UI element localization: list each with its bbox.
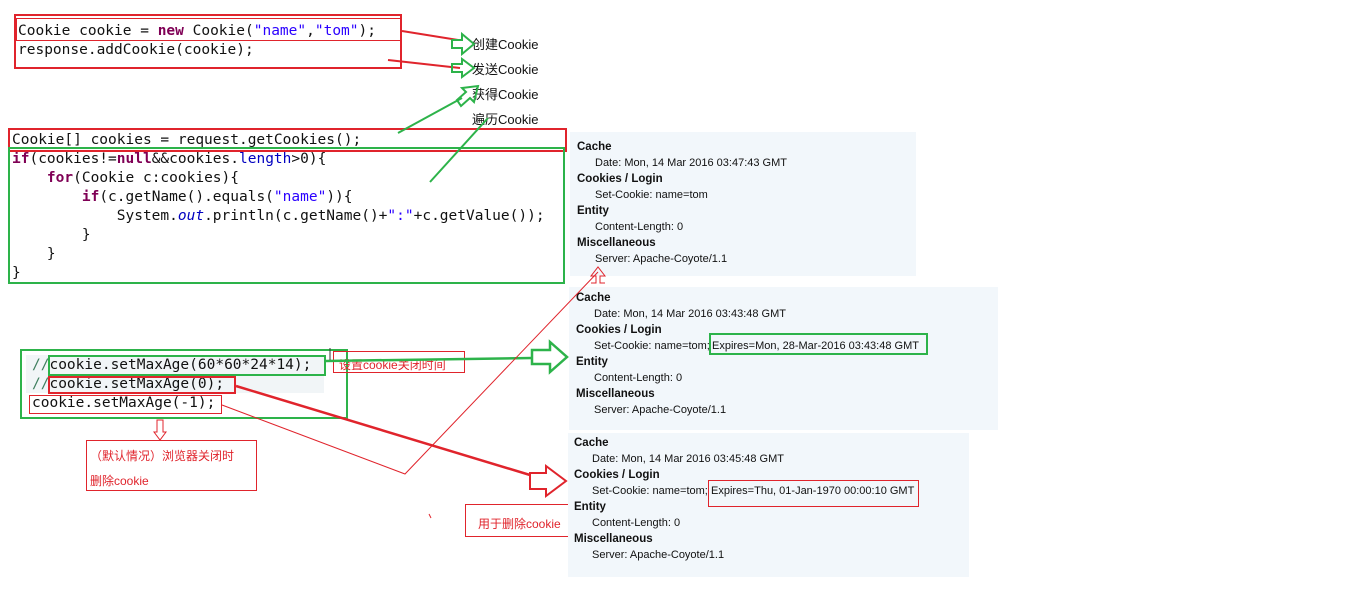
header-set-cookie: Set-Cookie: name=tom; bbox=[592, 485, 708, 497]
section-misc: Miscellaneous bbox=[577, 237, 656, 249]
section-entity: Entity bbox=[574, 501, 606, 513]
code-line: System.out.println(c.getName()+":"+c.get… bbox=[116, 208, 545, 224]
iterate-cookies-box bbox=[8, 147, 565, 284]
section-cache: Cache bbox=[576, 292, 611, 304]
new-cookie-highlight bbox=[16, 18, 401, 41]
max-age-minus-one-box bbox=[29, 395, 222, 414]
section-misc: Miscellaneous bbox=[576, 388, 655, 400]
header-server: Server: Apache-Coyote/1.1 bbox=[592, 549, 725, 561]
connector-14-days bbox=[325, 356, 533, 363]
small-arrow-down bbox=[153, 419, 167, 441]
connector-create bbox=[401, 30, 459, 41]
connector-iterate bbox=[429, 117, 489, 183]
code-set-max-age: //cookie.setMaxAge(60*60*24*14); //cooki… bbox=[32, 356, 311, 413]
response-panel-expires-past: Cache Date: Mon, 14 Mar 2016 03:45:48 GM… bbox=[568, 433, 969, 577]
header-content-length: Content-Length: 0 bbox=[594, 372, 683, 384]
label-delete-cookie: 用于删除cookie bbox=[478, 517, 561, 531]
header-set-cookie: Set-Cookie: name=tom bbox=[595, 189, 708, 201]
get-cookies-box bbox=[8, 128, 567, 152]
label-create-cookie: 创建Cookie bbox=[472, 37, 539, 52]
code-line: for(Cookie c:cookies){ bbox=[46, 170, 239, 186]
block-arrow-create bbox=[451, 31, 476, 57]
block-arrow-14-days bbox=[530, 339, 569, 375]
code-create-cookie: Cookie cookie = new Cookie("name","tom")… bbox=[18, 22, 376, 60]
code-line: Cookie[] cookies = request.getCookies(); bbox=[12, 132, 362, 148]
section-misc: Miscellaneous bbox=[574, 533, 653, 545]
code-line: } bbox=[12, 246, 56, 262]
code-line: if(c.getName().equals("name")){ bbox=[81, 189, 353, 205]
header-server: Server: Apache-Coyote/1.1 bbox=[594, 404, 727, 416]
expires-past-box bbox=[708, 480, 919, 507]
connector-send bbox=[387, 59, 461, 69]
header-content-length: Content-Length: 0 bbox=[595, 221, 684, 233]
header-date: Date: Mon, 14 Mar 2016 03:47:43 GMT bbox=[595, 157, 787, 169]
block-arrow-send bbox=[451, 57, 476, 79]
label-default-browser-close: （默认情况）浏览器关闭时 bbox=[90, 449, 235, 463]
response-panel-session: Cache Date: Mon, 14 Mar 2016 03:47:43 GM… bbox=[570, 132, 916, 276]
connector-zero bbox=[235, 384, 531, 477]
header-expires: Expires=Thu, 01-Jan-1970 00:00:10 GMT bbox=[711, 485, 915, 497]
label-get-cookie: 获得Cookie bbox=[472, 87, 539, 102]
block-arrow-get bbox=[455, 84, 480, 108]
section-cookies: Cookies / Login bbox=[574, 469, 660, 481]
section-entity: Entity bbox=[576, 356, 608, 368]
create-cookie-box bbox=[14, 14, 402, 69]
max-age-outer-box bbox=[20, 349, 348, 419]
header-expires: Expires=Mon, 28-Mar-2016 03:43:48 GMT bbox=[712, 340, 919, 352]
header-date: Date: Mon, 14 Mar 2016 03:43:48 GMT bbox=[594, 308, 786, 320]
expires-future-box bbox=[709, 333, 928, 355]
code-line: if(cookies!=null&&cookies.length>0){ bbox=[12, 151, 327, 167]
code-line: cookie.setMaxAge(-1); bbox=[32, 395, 216, 411]
tick-mark bbox=[428, 513, 432, 519]
code-get-cookies: Cookie[] cookies = request.getCookies();… bbox=[12, 131, 545, 283]
code-line: //cookie.setMaxAge(60*60*24*14); bbox=[32, 357, 312, 373]
label-send-cookie: 发送Cookie bbox=[472, 62, 539, 77]
code-line: } bbox=[12, 227, 91, 243]
code-line: //cookie.setMaxAge(0); bbox=[32, 376, 225, 392]
code-line: response.addCookie(cookie); bbox=[18, 42, 254, 58]
header-server: Server: Apache-Coyote/1.1 bbox=[595, 253, 728, 265]
section-cache: Cache bbox=[574, 437, 609, 449]
connector-get bbox=[397, 97, 463, 134]
max-age-zero-box bbox=[48, 376, 236, 394]
code-line: } bbox=[12, 265, 21, 281]
connector-minus-one bbox=[221, 271, 599, 475]
section-cache: Cache bbox=[577, 141, 612, 153]
default-label-box bbox=[86, 440, 257, 491]
header-content-length: Content-Length: 0 bbox=[592, 517, 681, 529]
section-cookies: Cookies / Login bbox=[576, 324, 662, 336]
section-cookies: Cookies / Login bbox=[577, 173, 663, 185]
response-panel-expires-future: Cache Date: Mon, 14 Mar 2016 03:43:48 GM… bbox=[569, 287, 998, 430]
label-delete-cookie-short: 删除cookie bbox=[90, 474, 149, 488]
section-entity: Entity bbox=[577, 205, 609, 217]
block-arrow-zero bbox=[529, 464, 568, 498]
header-date: Date: Mon, 14 Mar 2016 03:45:48 GMT bbox=[592, 453, 784, 465]
header-set-cookie: Set-Cookie: name=tom; bbox=[594, 340, 710, 352]
code-line: Cookie cookie = new Cookie("name","tom")… bbox=[18, 23, 376, 39]
max-age-14-days-box bbox=[48, 355, 326, 376]
small-arrow-up bbox=[589, 266, 607, 284]
label-iterate-cookie: 遍历Cookie bbox=[472, 112, 539, 127]
